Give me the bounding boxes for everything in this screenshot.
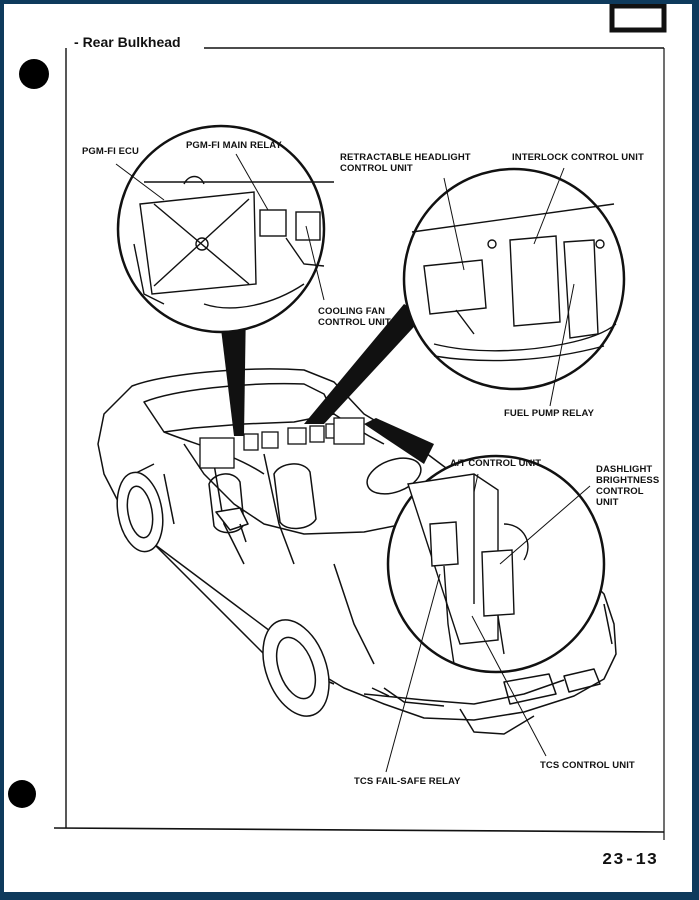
detail-circle-ecu: [116, 124, 334, 334]
section-title-text: Rear Bulkhead: [82, 34, 181, 50]
component-ecu: [199, 437, 235, 469]
component-at-unit: [333, 417, 365, 445]
page-number: 23-13: [602, 851, 659, 870]
component-interlock: [309, 425, 325, 443]
callout-wedge-center: [304, 304, 424, 424]
label-pgm-fi-main-relay: PGM-FI MAIN RELAY: [186, 140, 282, 151]
diagram-figure: [8, 4, 667, 840]
component-main-relay: [243, 433, 259, 451]
leader-lines: [115, 153, 591, 773]
label-at-control-unit: A/T CONTROL UNIT: [450, 458, 542, 469]
manual-page: - Rear Bulkhead: [4, 4, 692, 892]
section-title: - Rear Bulkhead: [74, 34, 181, 50]
label-tcs-control-unit: TCS CONTROL UNIT: [540, 760, 635, 771]
callout-wedge-right: [364, 418, 434, 464]
label-interlock-control-unit: INTERLOCK CONTROL UNIT: [512, 152, 644, 163]
label-dash-light: DASHLIGHT BRIGHTNESS CONTROL UNIT: [596, 464, 660, 508]
binder-hole-bottom: [8, 780, 36, 808]
component-cooling-fan: [261, 431, 279, 449]
label-fuel-pump-relay: FUEL PUMP RELAY: [504, 408, 595, 419]
component-retractable: [287, 427, 307, 445]
title-dash: -: [74, 34, 83, 50]
bulkhead-components: [199, 417, 365, 469]
callout-wedge-left: [218, 304, 246, 436]
label-pgm-fi-ecu: PGM-FI ECU: [82, 146, 139, 157]
label-cooling-fan: COOLING FAN CONTROL UNIT: [318, 306, 391, 328]
detail-circle-interlock: [402, 167, 626, 391]
footer-rule: [53, 827, 665, 833]
label-retractable-headlight: RETRACTABLE HEADLIGHT CONTROL UNIT: [340, 152, 471, 174]
tab-box: [609, 4, 667, 33]
binder-hole-top: [19, 59, 49, 89]
label-tcs-fail-safe-relay: TCS FAIL-SAFE RELAY: [354, 776, 461, 787]
detail-circle-at: [386, 454, 606, 674]
